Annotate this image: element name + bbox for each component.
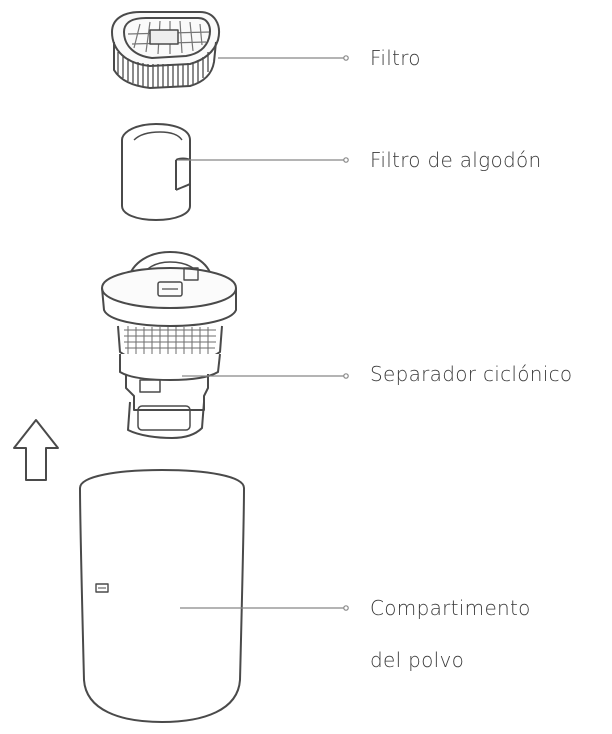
arrow-up-outline-icon — [13, 419, 59, 481]
dust-bin-part — [79, 469, 245, 723]
label-filtro: Filtro — [370, 46, 421, 70]
cyclonic-separator-part — [101, 251, 237, 439]
label-compartimento-line2: del polvo — [370, 648, 465, 672]
label-compartimento-line1: Compartimento — [370, 596, 531, 620]
label-filtro-algodon: Filtro de algodón — [370, 148, 542, 172]
label-separador-ciclonico: Separador ciclónico — [370, 362, 573, 386]
leader-lines — [178, 55, 349, 611]
filter-part — [111, 11, 220, 89]
cotton-filter-part — [121, 123, 191, 221]
